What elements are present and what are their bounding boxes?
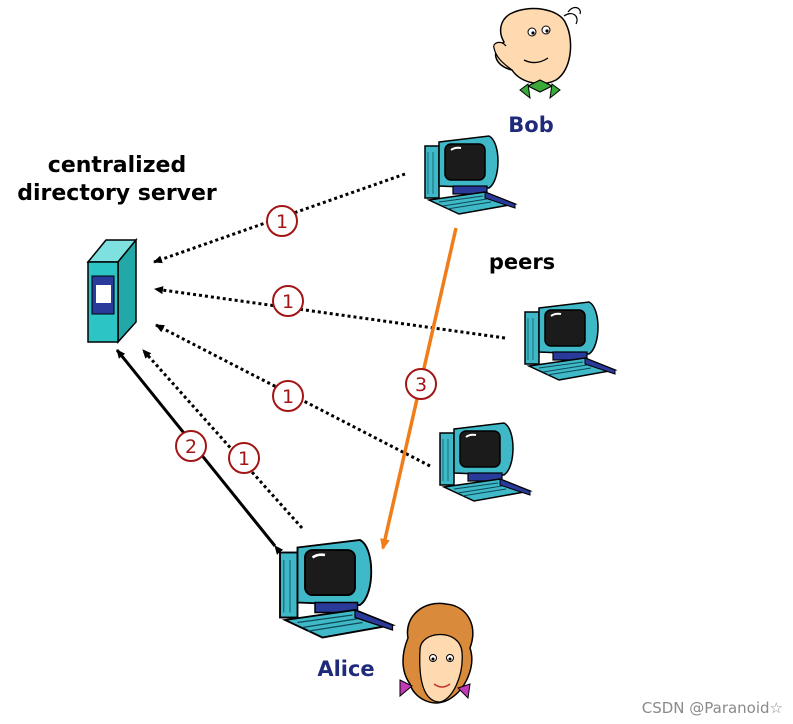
svg-text:1: 1: [282, 291, 294, 313]
step-marker-3: 3: [405, 368, 437, 400]
peer-computer-icon: [524, 301, 616, 381]
svg-text:3: 3: [415, 374, 427, 396]
svg-text:1: 1: [238, 448, 250, 470]
alice-register-arrow: [141, 349, 304, 529]
alice-computer-icon: [278, 538, 394, 639]
alice-face-icon: [399, 602, 474, 704]
step-marker-1b: 1: [272, 285, 304, 317]
bob-face-icon: [493, 6, 581, 100]
svg-text:1: 1: [282, 386, 294, 408]
svg-text:1: 1: [276, 211, 288, 233]
alice-label: Alice: [317, 657, 374, 681]
step-marker-2: 2: [175, 430, 207, 462]
peer-computer-icon-2: [439, 422, 531, 502]
step-marker-1a: 1: [266, 205, 298, 237]
svg-text:2: 2: [185, 436, 197, 458]
bob-label: Bob: [508, 113, 553, 137]
watermark: CSDN @Paranoid☆: [642, 699, 783, 717]
peers-label: peers: [489, 250, 555, 274]
bob-computer-icon: [424, 135, 516, 215]
server-label-line1: centralized: [48, 153, 186, 178]
step-marker-1c: 1: [272, 380, 304, 412]
server-label-line2: directory server: [17, 181, 217, 206]
step-marker-1d: 1: [228, 442, 260, 474]
peer-register-arrow: [154, 286, 506, 340]
directory-server-icon: [86, 237, 138, 344]
